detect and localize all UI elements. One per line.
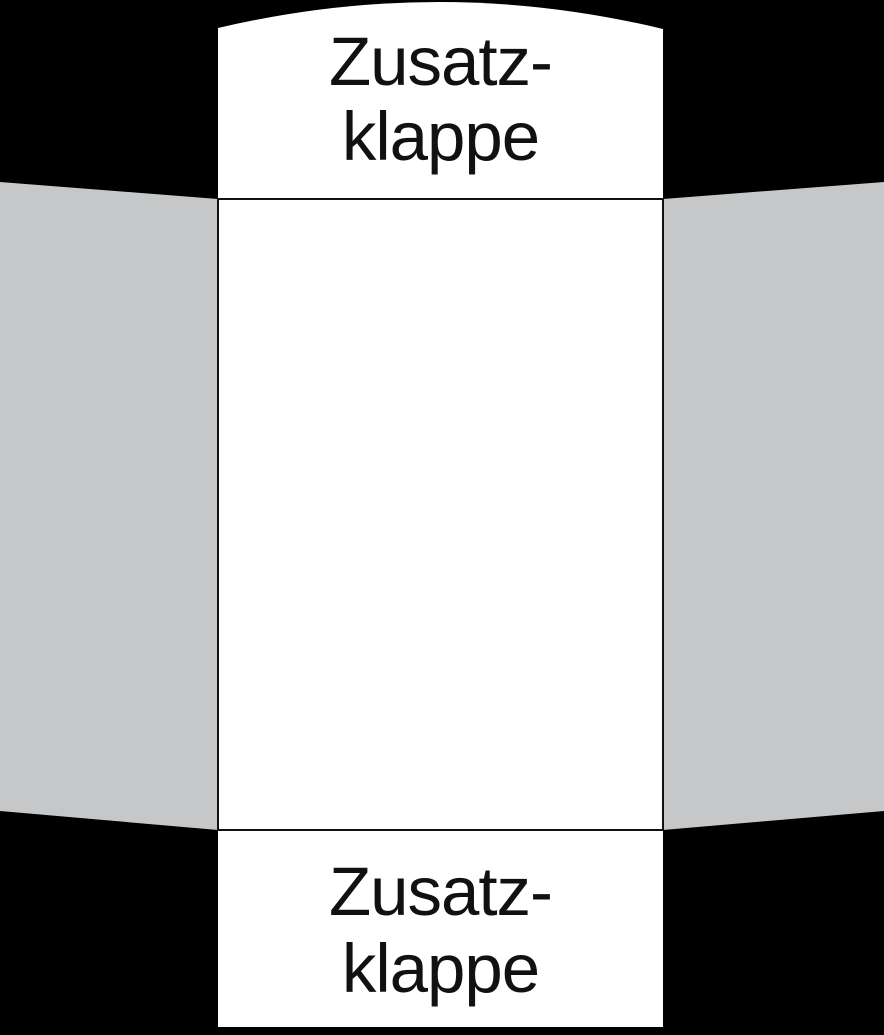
top-flap-label-line1: Zusatz- xyxy=(329,23,552,100)
top-extra-flap xyxy=(218,1,663,200)
bottom-flap-label-line1: Zusatz- xyxy=(329,853,552,930)
bottom-extra-flap xyxy=(218,829,663,1027)
bottom-flap-label-line2: klappe xyxy=(342,930,539,1007)
top-flap-label-line2: klappe xyxy=(342,98,539,175)
main-panel xyxy=(217,198,664,831)
right-side-flap xyxy=(663,182,884,830)
left-side-flap xyxy=(0,182,218,830)
